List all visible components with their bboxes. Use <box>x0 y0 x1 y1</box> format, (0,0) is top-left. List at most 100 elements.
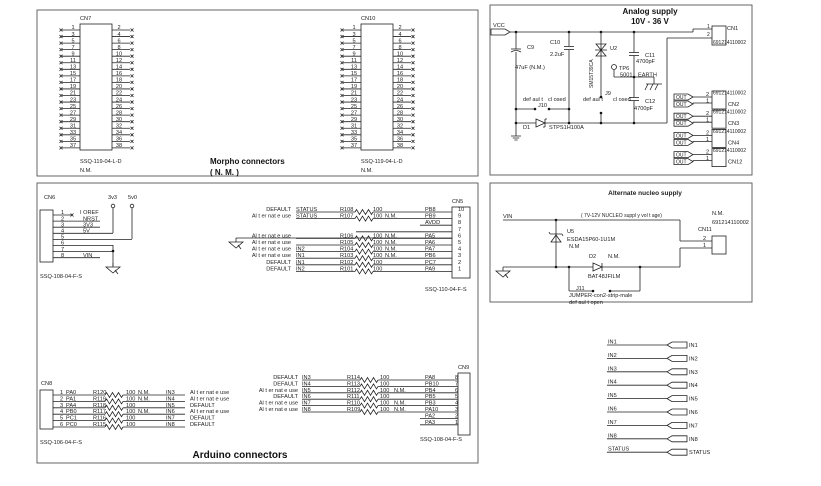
section-title: Analog supply <box>622 7 678 16</box>
usage-label: DEFAULT <box>266 266 291 272</box>
pin-number: 28 <box>397 110 403 116</box>
no-connect-x-icon <box>340 100 344 104</box>
pin-number: 36 <box>116 137 122 143</box>
net-port-icon <box>666 448 688 456</box>
pin-number: 27 <box>351 110 357 116</box>
not-mounted-label: N.M. <box>385 253 397 259</box>
pin-number: 22 <box>116 91 122 97</box>
no-connect-x-icon <box>130 139 134 144</box>
no-connect-x-icon <box>340 41 344 45</box>
not-mounted-label: N.M. <box>394 401 406 407</box>
no-connect-x-icon <box>59 87 63 91</box>
connector-part-number: 691214110002 <box>712 220 749 226</box>
port-label: PA2 <box>425 413 435 419</box>
not-mounted-label: N.M. <box>385 247 397 253</box>
supply-note: ( 7V-12V NUCLEO suppl y vol t age) <box>581 213 662 219</box>
connector-part-number: 691214110002 <box>713 40 746 46</box>
pin-number: 36 <box>397 137 403 143</box>
no-connect-x-icon <box>411 54 415 58</box>
component-ref: C11 <box>645 53 655 59</box>
component-ref: J11 <box>576 286 585 292</box>
port-label: PA8 <box>425 375 435 381</box>
port-label: PA1 <box>66 396 76 402</box>
pin-number: 14 <box>116 65 122 71</box>
no-connect-x-icon <box>59 106 63 111</box>
signal-label: IN1 <box>296 260 305 266</box>
no-connect-x-icon <box>340 80 344 85</box>
morpho-connector-body-cn10 <box>360 23 394 151</box>
out-port-icon <box>673 132 694 139</box>
pin-number: 30 <box>397 117 403 123</box>
out-port-label: OUT <box>676 160 687 166</box>
component-part-number: BAT48JFILM <box>588 274 621 280</box>
resistor-ref: R118 <box>93 403 106 409</box>
pin-number: 4 <box>61 229 64 235</box>
pin-number: 18 <box>116 78 122 84</box>
no-connect-x-icon <box>411 126 415 131</box>
pin-number: 1 <box>455 420 458 426</box>
no-connect-x-icon <box>411 100 415 104</box>
pin-number: 4 <box>458 247 461 253</box>
usage-label: DEFAULT <box>273 375 298 381</box>
resistor-ref: R108 <box>340 207 353 213</box>
port-label: PB10 <box>425 381 439 387</box>
jumper-state-label: cl osed <box>613 97 631 103</box>
pin-number: 8 <box>398 45 401 51</box>
signal-label: IN6 <box>166 409 175 415</box>
usage-label: Al t er nat e use <box>252 240 291 246</box>
connector-ref: CN1 <box>727 26 738 32</box>
no-connect-x-icon <box>59 100 63 104</box>
pin-number: 31 <box>70 123 76 129</box>
net-port-icon <box>666 341 688 349</box>
usage-label: Al t er nat e use <box>259 407 298 413</box>
signal-label: IN4 <box>166 396 175 402</box>
pin-number: 35 <box>351 137 357 143</box>
no-connect-x-icon <box>130 87 134 91</box>
no-connect-x-icon <box>340 119 344 124</box>
pin-number: 8 <box>117 45 120 51</box>
resistor-value: 100 <box>126 416 135 422</box>
no-connect-x-icon <box>411 67 415 72</box>
usage-label: DEFAULT <box>273 394 298 400</box>
net-port-icon <box>666 408 688 416</box>
nucleo-supply-frame <box>489 182 753 303</box>
pin-number: 1 <box>706 156 709 162</box>
no-connect-x-icon <box>59 54 63 58</box>
pin-number: 29 <box>351 117 357 123</box>
pin-number: 2 <box>706 130 709 136</box>
pin-number: 21 <box>70 91 76 97</box>
port-label: PA5 <box>425 233 435 239</box>
no-connect-x-icon <box>130 28 134 32</box>
junction-dot <box>514 107 518 111</box>
resistor-value: 100 <box>380 381 389 387</box>
pin-number: 2 <box>706 92 709 98</box>
not-mounted-label: N.M. <box>138 409 150 415</box>
pin-number: 25 <box>351 104 357 110</box>
pin-number: 1 <box>706 137 709 143</box>
port-label: PA7 <box>425 247 435 253</box>
resistor-symbol <box>104 404 124 412</box>
port-label: PC0 <box>66 422 77 428</box>
connector-part-number: SSQ-106-04-F-S <box>40 440 82 446</box>
port-label: IN1 <box>689 343 698 349</box>
pin-number: 5 <box>71 38 74 44</box>
vcc-port-icon <box>490 28 511 36</box>
pin-number: 12 <box>116 58 122 64</box>
signal-label: STATUS <box>296 214 318 220</box>
resistor-ref: R119 <box>93 396 106 402</box>
pin-number: 1 <box>706 118 709 124</box>
component-ref: D1 <box>523 125 530 131</box>
connector-part-number: SSQ-110-04-F-S <box>425 287 467 293</box>
junction-dot <box>567 121 571 125</box>
no-connect-x-icon <box>59 133 63 137</box>
net-label: IN2 <box>608 353 617 359</box>
net-port-icon <box>666 422 688 429</box>
signal-label: IN1 <box>296 253 305 259</box>
no-connect-x-icon <box>130 74 134 78</box>
out-port-icon <box>673 151 694 158</box>
connector-ref: CN10 <box>361 16 375 22</box>
no-connect-x-icon <box>130 113 134 117</box>
pin-number: 24 <box>116 97 122 103</box>
pin-number: 2 <box>707 32 710 38</box>
component-note: N.M <box>569 244 580 250</box>
